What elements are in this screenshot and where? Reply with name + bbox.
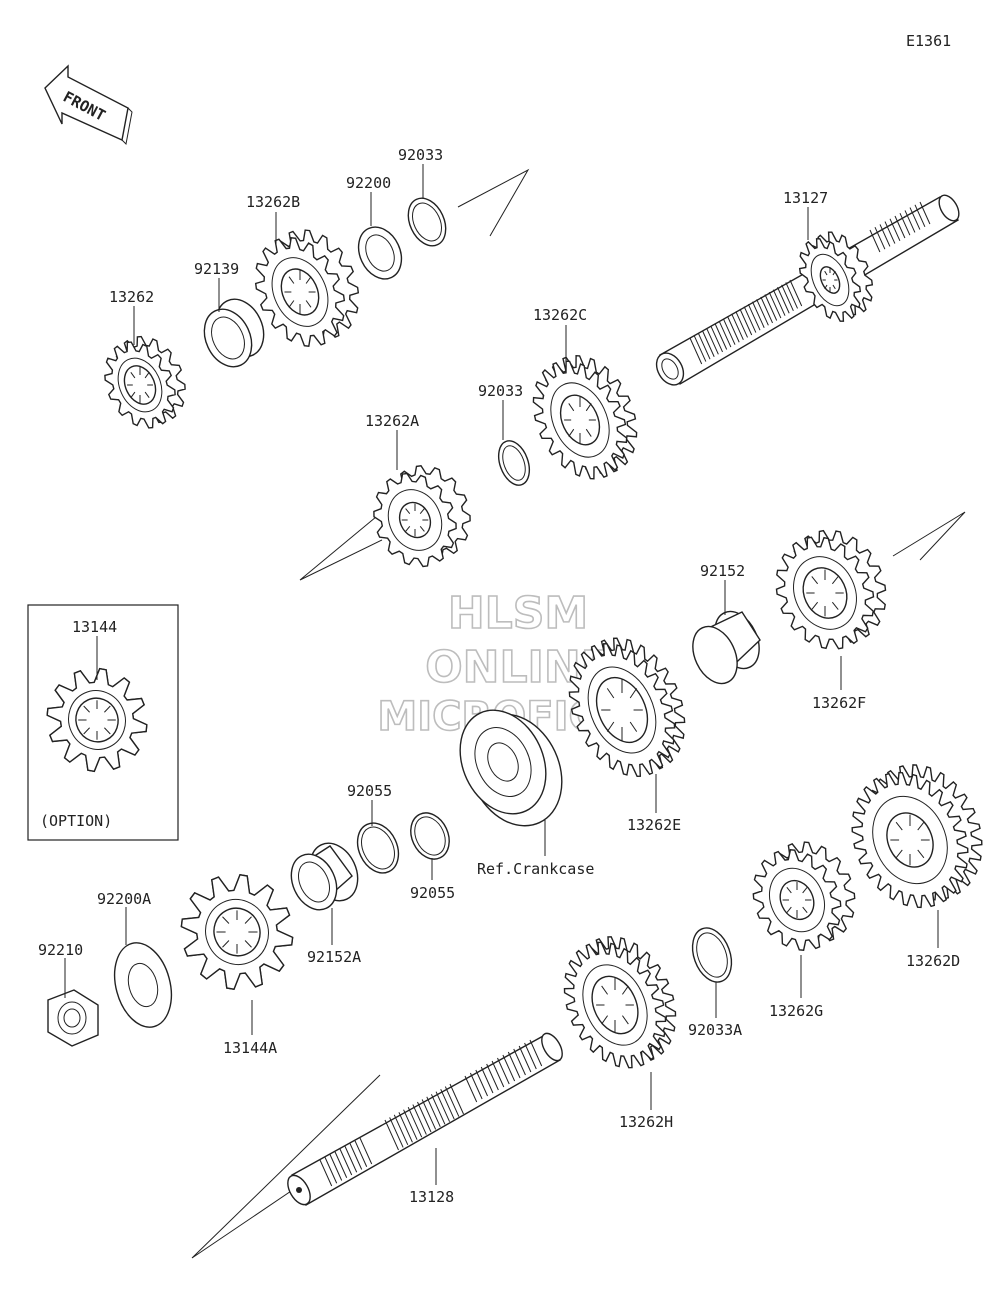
gear-13262a bbox=[373, 465, 471, 568]
label-13262c: 13262C bbox=[533, 306, 587, 324]
washer-92200a bbox=[113, 942, 173, 1028]
label-92033-top: 92033 bbox=[398, 146, 443, 164]
gear-13262d bbox=[851, 764, 983, 909]
part-labels: 13262 92139 13262B 92200 92033 13127 132… bbox=[38, 146, 960, 1206]
label-92210: 92210 bbox=[38, 941, 83, 959]
sprocket-13144 bbox=[46, 667, 148, 773]
crankcase-reference: Ref.Crankcase bbox=[477, 860, 594, 878]
gear-13262g bbox=[752, 841, 856, 951]
bearing-92139 bbox=[203, 298, 265, 368]
gear-13127 bbox=[798, 231, 874, 322]
sprocket-13144a bbox=[180, 874, 294, 990]
shaft-13128 bbox=[287, 1032, 563, 1206]
label-92033-mid: 92033 bbox=[478, 382, 523, 400]
label-92033a: 92033A bbox=[688, 1021, 742, 1039]
gear-13127-teeth bbox=[798, 231, 874, 322]
label-13262h: 13262H bbox=[619, 1113, 673, 1131]
leader-lines bbox=[64, 164, 939, 1185]
label-13262e: 13262E bbox=[627, 816, 681, 834]
ring-92055-b bbox=[410, 812, 450, 860]
ring-92033a bbox=[691, 927, 733, 983]
label-92152: 92152 bbox=[700, 562, 745, 580]
label-13262: 13262 bbox=[109, 288, 154, 306]
option-box bbox=[27, 604, 179, 841]
label-13262a: 13262A bbox=[365, 412, 419, 430]
bushing-92152 bbox=[692, 610, 761, 685]
axis-guides bbox=[191, 168, 966, 1259]
gear-13262c bbox=[532, 354, 638, 480]
watermark-line-1: HLSM bbox=[448, 588, 588, 639]
label-13262g: 13262G bbox=[769, 1002, 823, 1020]
washer-92200 bbox=[357, 226, 403, 280]
label-13144a: 13144A bbox=[223, 1039, 277, 1057]
ring-92033-mid bbox=[497, 440, 531, 486]
label-13144: 13144 bbox=[72, 618, 117, 636]
bearing-crankcase bbox=[459, 709, 563, 827]
gear-13262h bbox=[563, 936, 677, 1069]
gear-layer bbox=[46, 229, 983, 1069]
label-92152a: 92152A bbox=[307, 948, 361, 966]
option-caption: (OPTION) bbox=[40, 812, 112, 830]
gear-13262 bbox=[104, 335, 186, 429]
label-92055-b: 92055 bbox=[410, 884, 455, 902]
label-92200a: 92200A bbox=[97, 890, 151, 908]
label-13262b: 13262B bbox=[246, 193, 300, 211]
nut-92210 bbox=[47, 989, 99, 1047]
gear-13262e bbox=[568, 637, 686, 778]
label-13127: 13127 bbox=[783, 189, 828, 207]
bushing-92152a bbox=[290, 842, 359, 911]
ring-92033-top bbox=[407, 197, 447, 247]
label-92200: 92200 bbox=[346, 174, 391, 192]
gear-13262b bbox=[254, 229, 360, 347]
label-13262d: 13262D bbox=[906, 952, 960, 970]
diagram-code: E1361 bbox=[906, 32, 951, 50]
front-arrow-icon: FRONT bbox=[44, 64, 133, 146]
label-92139: 92139 bbox=[194, 260, 239, 278]
gear-13262f bbox=[775, 529, 887, 650]
label-13128: 13128 bbox=[409, 1188, 454, 1206]
label-13262f: 13262F bbox=[812, 694, 866, 712]
label-92055-a: 92055 bbox=[347, 782, 392, 800]
ring-92055-a bbox=[356, 822, 400, 874]
